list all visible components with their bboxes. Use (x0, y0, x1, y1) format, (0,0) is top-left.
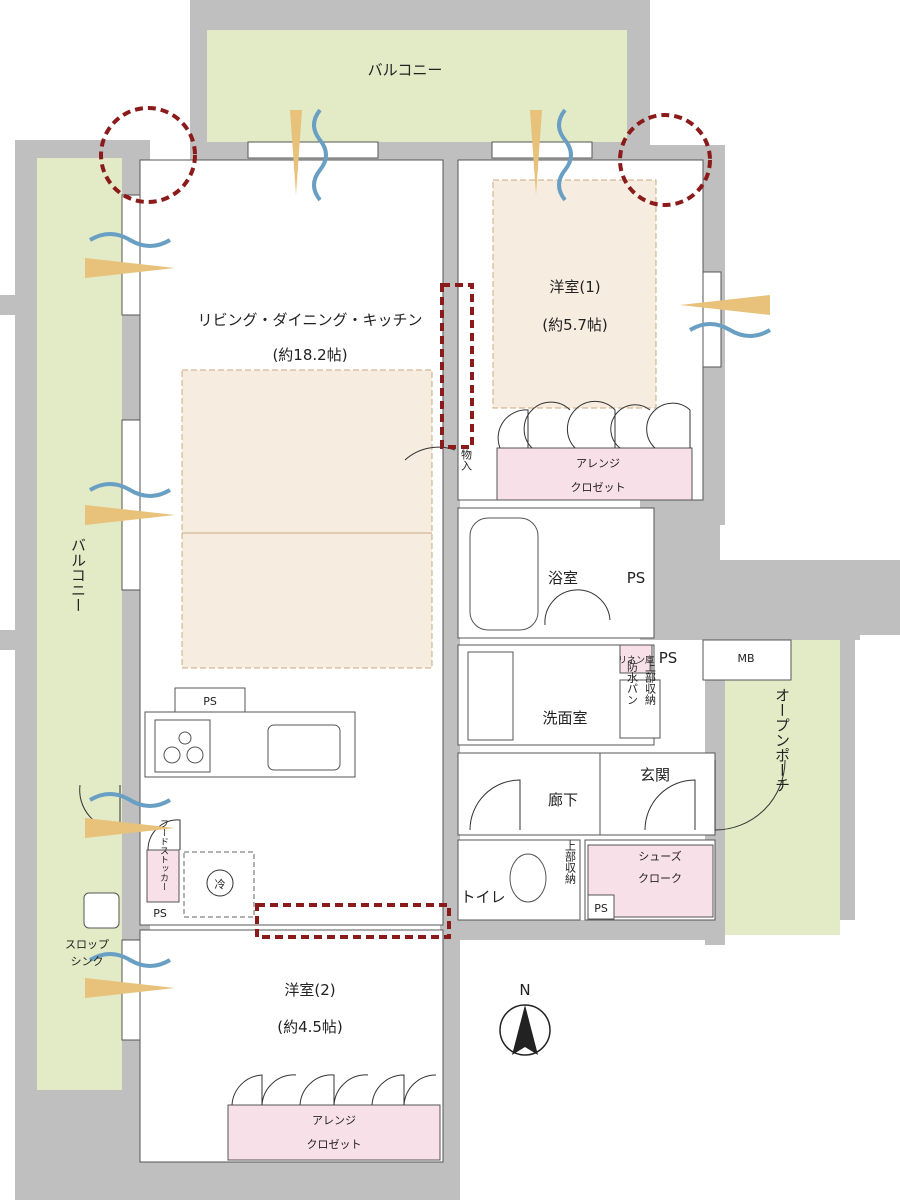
corridor-label: 廊下 (548, 791, 578, 809)
closet1-line2: クロゼット (571, 481, 626, 494)
food-stocker-box (146, 849, 180, 903)
bath-room (457, 507, 655, 639)
doors (79, 400, 786, 1106)
kitchen-sink-icon (267, 724, 341, 771)
kitchen-counter (144, 711, 356, 778)
entrance-room (599, 752, 716, 836)
food-stocker-label: フードストッカー (158, 819, 168, 891)
bedroom2-name: 洋室(2) (284, 981, 335, 999)
open-porch (725, 640, 840, 935)
closet2 (227, 1104, 441, 1161)
slop-sink-line1: スロップ (65, 938, 109, 951)
toilet-icon (509, 853, 547, 903)
bedroom1-size: (約5.7帖) (542, 316, 608, 334)
waterproof-pan-box (619, 679, 661, 739)
ps-food-label: PS (153, 907, 167, 920)
fridge-icon (206, 869, 234, 897)
bedroom2-size: (約4.5帖) (277, 1018, 343, 1036)
ps-kitchen-label: PS (203, 695, 217, 708)
ldk-size: (約18.2帖) (272, 346, 347, 364)
closet1-line1: アレンジ (576, 457, 620, 470)
waterproof-pan-label: 防水パン (626, 660, 639, 705)
balcony-left-label: バルコニー (69, 538, 87, 613)
bathtub-icon (469, 517, 539, 631)
fridge-label: 冷 (215, 878, 226, 891)
bath-label: 浴室 (548, 569, 578, 587)
ps-toilet-box (587, 894, 615, 920)
ps-toilet-label: PS (594, 902, 608, 915)
balcony-top-label: バルコニー (368, 61, 443, 79)
upper-storage-toilet-label: 上部収納 (564, 840, 577, 885)
closet1 (496, 447, 693, 501)
bedroom1-floor (492, 179, 657, 409)
balcony-left (37, 158, 122, 1090)
mb-label: MB (737, 652, 754, 665)
slop-sink-line2: シンク (71, 955, 104, 968)
ps-bath-label: PS (627, 569, 646, 587)
entrance-label: 玄関 (640, 766, 670, 784)
balcony-top (207, 30, 627, 142)
north-label: N (519, 981, 530, 999)
highlight-markers (99, 106, 712, 939)
washroom-label: 洗面室 (542, 709, 587, 727)
toilet-label: トイレ (460, 888, 505, 906)
north-compass-icon: N (499, 981, 551, 1056)
stove-icon (154, 719, 211, 773)
airflow-icons (85, 108, 772, 998)
closet2-line2: クロゼット (307, 1138, 362, 1151)
ps-linen-label: PS (659, 649, 678, 667)
toilet-room (457, 839, 581, 921)
ldk-floor (181, 369, 433, 669)
open-porch-label: オープンポーチ (773, 688, 791, 793)
ps-kitchen-box (174, 687, 246, 713)
linen-label: リネン庫 (618, 654, 654, 666)
mb-box (702, 639, 792, 681)
fridge-space (183, 851, 255, 918)
ldk-name: リビング・ダイニング・キッチン (197, 311, 422, 329)
bedroom1-name: 洋室(1) (549, 278, 600, 296)
closet2-line1: アレンジ (312, 1114, 356, 1127)
washbasin-icon (467, 651, 514, 741)
shoe-closet-line2: クローク (638, 872, 682, 885)
upper-storage-wash-label: 上部収納 (644, 661, 657, 706)
storage-label: 物入 (460, 448, 473, 471)
slop-sink-icon (83, 892, 120, 929)
shoe-closet-line1: シューズ (638, 849, 681, 863)
corridor-room (457, 752, 601, 836)
linen-box (619, 644, 653, 674)
